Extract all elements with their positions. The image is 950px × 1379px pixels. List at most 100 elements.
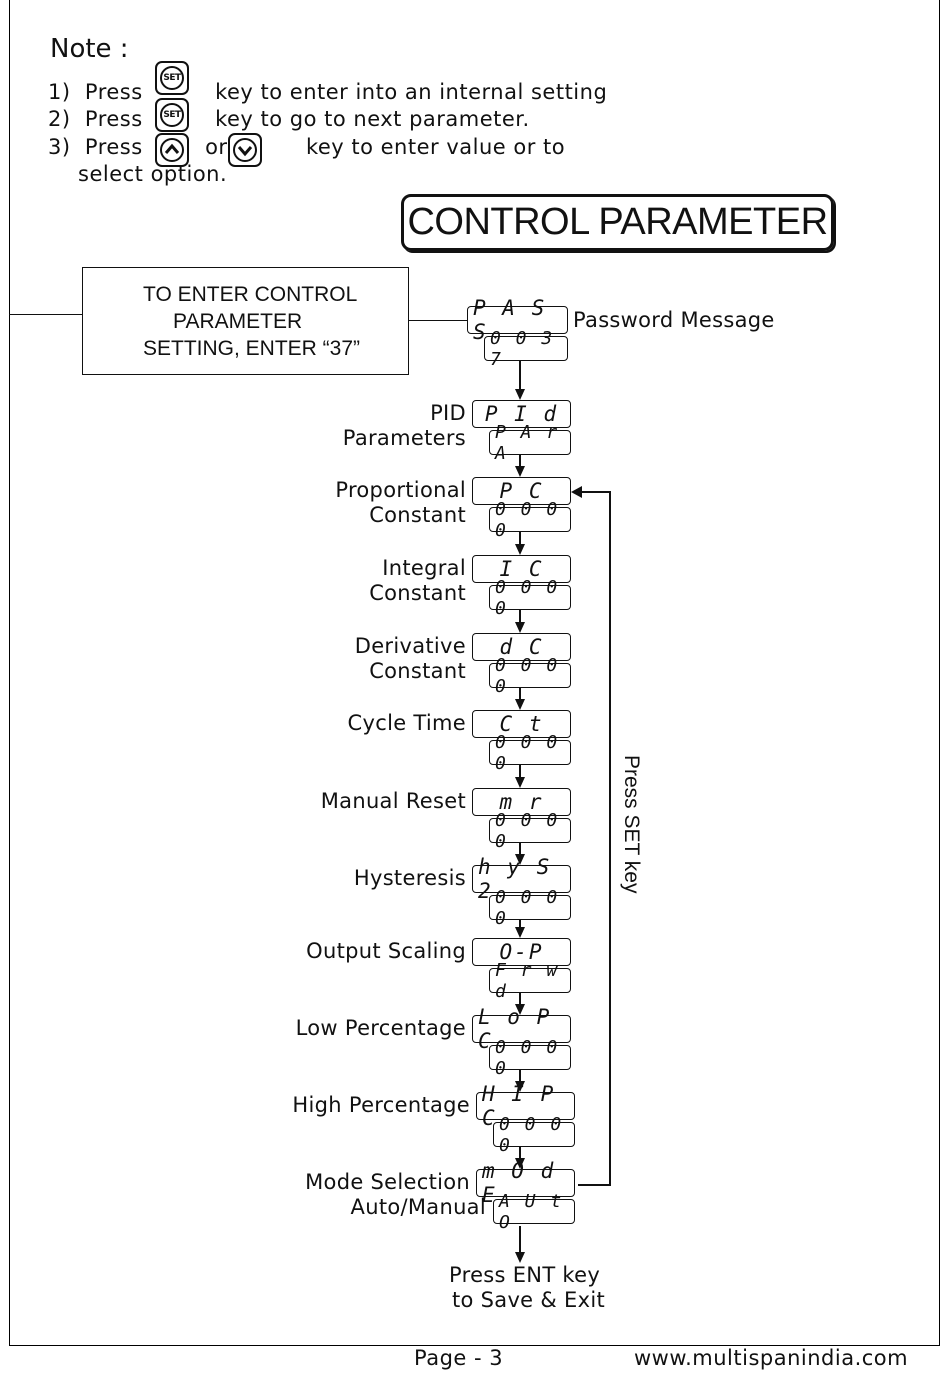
note-title: Note : (50, 34, 129, 64)
parameter-label: Mode Selection (305, 1170, 470, 1194)
note-line-1: 1) Press key to enter into an internal s… (48, 80, 607, 104)
loop-bottom-line (578, 1184, 611, 1186)
parameter-label: Hysteresis (353, 866, 466, 890)
flow-line (519, 1147, 521, 1159)
note-press: Press (84, 135, 143, 159)
flow-line (519, 920, 521, 928)
parameter-display: P I d (472, 400, 571, 428)
parameter-value-display: A U t O (493, 1191, 575, 1233)
arrow-down-icon (515, 389, 525, 400)
parameter-label: Manual Reset (320, 789, 466, 813)
parameter-value-display: 0 0 0 0 (489, 577, 571, 619)
parameter-label-2: Parameters (342, 426, 466, 450)
parameter-label: Low Percentage (295, 1016, 466, 1040)
parameter-label: PID (430, 401, 466, 425)
flow-line (519, 610, 521, 623)
parameter-label: Output Scaling (306, 939, 466, 963)
parameter-display: m r (472, 788, 571, 816)
parameter-display: H I P C (476, 1082, 575, 1130)
parameter-label: Proportional (335, 478, 466, 502)
parameter-label-2: Constant (369, 581, 466, 605)
parameter-display: I C (472, 555, 571, 583)
loop-arrow-icon (571, 486, 582, 498)
note-text: key to enter into an internal setting (215, 80, 608, 104)
flow-line (519, 532, 521, 545)
parameter-value-display: F r w d (489, 960, 571, 1002)
parameter-label-2: Constant (369, 503, 466, 527)
set-key-icon: SET (155, 98, 189, 132)
enter-line-2: PARAMETER (173, 310, 303, 333)
exit-line (519, 1226, 521, 1254)
parameter-label: Integral (382, 556, 466, 580)
parameter-label-2: Auto/Manual (350, 1195, 486, 1219)
note-text: key to enter value or to (305, 135, 566, 159)
arrow-down-icon (515, 466, 525, 477)
parameter-display: C t (472, 710, 571, 738)
arrow-down-icon (515, 777, 525, 788)
page-number: Page - 3 (414, 1346, 504, 1370)
website: www.multispanindia.com (634, 1346, 909, 1370)
up-key-icon (155, 133, 189, 167)
arrow-down-icon (515, 854, 525, 865)
flow-line (519, 843, 521, 855)
flow-line (519, 1070, 521, 1082)
parameter-label: Cycle Time (347, 711, 466, 735)
note-press: Press (84, 80, 143, 104)
enter-line-1: TO ENTER CONTROL (143, 283, 358, 306)
note-or: or (205, 135, 228, 159)
parameter-value-display: 0 0 0 0 (489, 887, 571, 929)
note-num: 2) (48, 107, 71, 131)
note-num: 1) (48, 80, 71, 104)
flow-line (519, 361, 521, 389)
exit-line-1: Press ENT key (449, 1263, 601, 1287)
press-set-key-label: Press SET key (620, 755, 643, 894)
parameter-value-display: P A r A (489, 422, 571, 464)
down-key-icon (228, 133, 262, 167)
parameter-label: High Percentage (292, 1093, 470, 1117)
parameter-display: d C (472, 633, 571, 661)
flow-line (519, 765, 521, 778)
parameter-display: O-P (472, 938, 571, 966)
note-line-3: 3) Press or key to enter value or to (48, 135, 565, 159)
parameter-display: m O d E (476, 1159, 575, 1207)
arrow-down-icon (515, 544, 525, 555)
arrow-down-icon (515, 1252, 525, 1263)
loop-top-line (578, 491, 611, 493)
parameter-value-display: 0 0 0 0 (489, 810, 571, 852)
parameter-value-display: 0 0 0 0 (489, 655, 571, 697)
arrow-down-icon (515, 699, 525, 710)
flow-line (519, 688, 521, 700)
page-title: CONTROL PARAMETER (401, 194, 834, 251)
arrow-down-icon (515, 927, 525, 938)
exit-line-2: to Save & Exit (452, 1288, 605, 1312)
note-text: key to go to next parameter. (215, 107, 530, 131)
parameter-value-display: 0 0 0 0 (489, 732, 571, 774)
password-value-display: 0 0 3 7 (484, 328, 568, 370)
set-key-icon: SET (155, 61, 189, 95)
page-frame (9, 0, 940, 1346)
parameter-label: Derivative (354, 634, 466, 658)
note-press: Press (84, 107, 143, 131)
parameter-display: P C (472, 477, 571, 505)
password-label: Password Message (573, 308, 775, 332)
note-num: 3) (48, 135, 71, 159)
password-display: P A S S (467, 296, 568, 344)
arrow-down-icon (515, 1158, 525, 1169)
note-continuation: select option. (78, 162, 228, 186)
parameter-value-display: 0 0 0 0 (489, 1037, 571, 1079)
connector-line (9, 314, 82, 315)
enter-instruction-box: TO ENTER CONTROL PARAMETER SETTING, ENTE… (82, 267, 409, 375)
enter-line-3: SETTING, ENTER “37” (143, 337, 361, 360)
parameter-display: L o P C (472, 1005, 571, 1053)
note-line-2: 2) Press key to go to next parameter. (48, 107, 530, 131)
parameter-value-display: 0 0 0 0 (493, 1114, 575, 1156)
arrow-down-icon (515, 1081, 525, 1092)
parameter-value-display: 0 0 0 0 (489, 499, 571, 541)
parameter-display: h y S 2 (472, 855, 571, 903)
loop-line (609, 491, 611, 1185)
flow-line (519, 455, 521, 467)
connector-line (408, 320, 468, 321)
parameter-label-2: Constant (369, 659, 466, 683)
flow-line (519, 993, 521, 1005)
arrow-down-icon (515, 1004, 525, 1015)
